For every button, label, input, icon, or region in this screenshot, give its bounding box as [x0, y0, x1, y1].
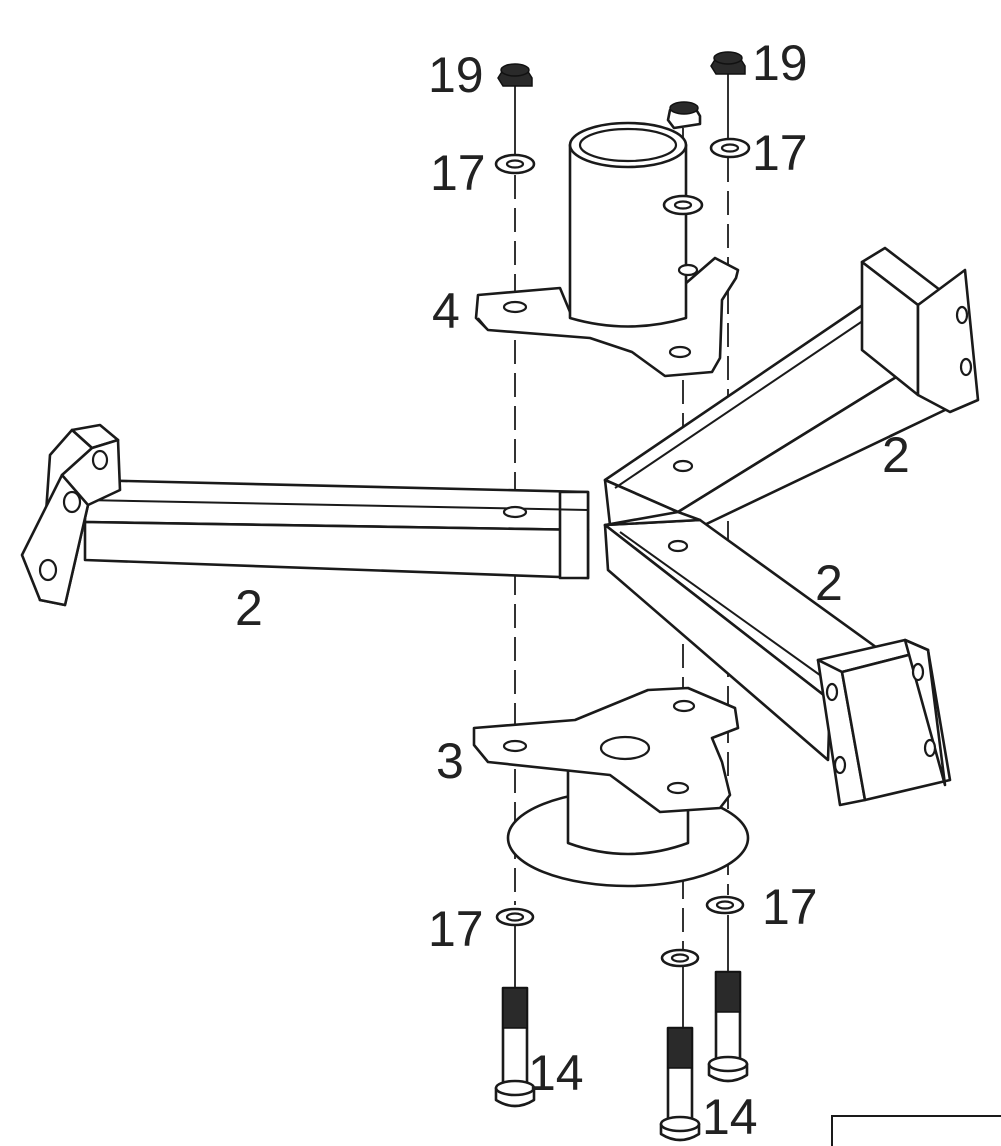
label-arm-front: 2: [815, 555, 843, 611]
nut-left: [497, 63, 533, 87]
label-arm-left: 2: [235, 580, 263, 636]
arm-left: [20, 423, 590, 607]
arm-front: [603, 510, 952, 807]
top-bracket: [474, 121, 740, 378]
nut-center: [666, 101, 702, 130]
label-arm-right: 2: [882, 427, 910, 483]
label-washer-bottom-left: 17: [428, 901, 484, 957]
label-washer-top-left: 17: [430, 145, 486, 201]
label-top-bracket: 4: [432, 283, 460, 339]
label-nut-right: 19: [752, 35, 808, 91]
bolt-right: [707, 970, 749, 1083]
title-block-corner: [831, 1115, 1001, 1146]
nut-right: [710, 51, 746, 75]
arm-right: [603, 246, 980, 530]
label-nut-left: 19: [428, 47, 484, 103]
label-washer-bottom-right: 17: [762, 879, 818, 935]
label-bottom-bracket: 3: [436, 733, 464, 789]
label-bolt-left: 14: [528, 1045, 584, 1101]
callout-labels: 19 19 17 17 4 2 2 2 3 17 17 14 14: [235, 35, 910, 1145]
washers: [494, 137, 751, 968]
label-washer-top-right: 17: [752, 125, 808, 181]
bolt-left: [494, 986, 536, 1108]
label-bolt-center: 14: [702, 1089, 758, 1145]
bottom-bracket: [472, 686, 750, 888]
bolt-center: [659, 1026, 701, 1142]
